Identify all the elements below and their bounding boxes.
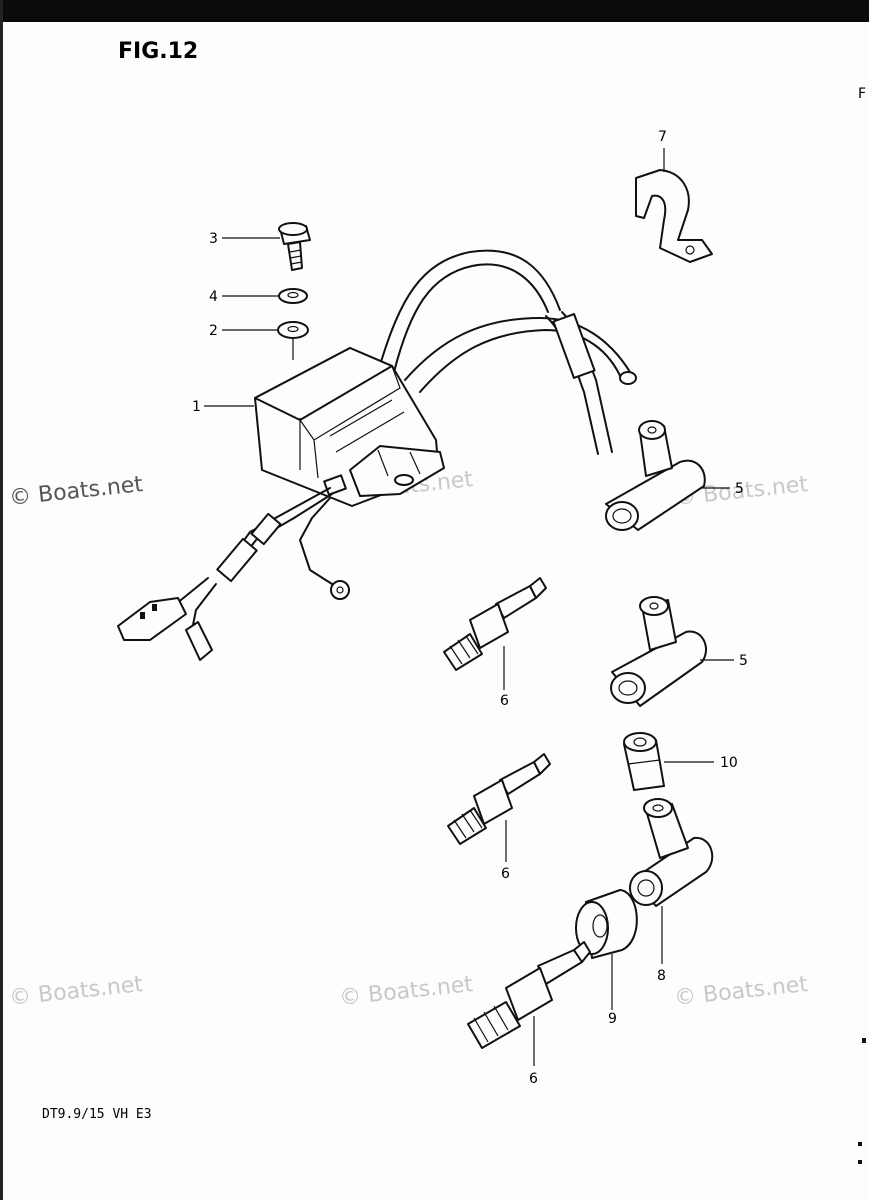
edge-mark: F (858, 86, 866, 102)
spark-plug-middle (447, 753, 551, 862)
callout-6-middle: 6 (501, 866, 510, 882)
callout-6-upper: 6 (500, 693, 509, 709)
watermark-5: © Boats.net (338, 972, 474, 1011)
spark-plug-upper (443, 577, 547, 690)
plug-sleeve-part (623, 732, 714, 791)
bolt-part (278, 222, 311, 271)
spark-plug-lower (467, 941, 591, 1066)
callout-9: 9 (608, 1011, 617, 1027)
ignition-coil-part (254, 347, 445, 507)
spark-plug-cap-upper (605, 420, 730, 531)
spark-plug-cap-middle (610, 596, 734, 707)
callout-4: 4 (209, 289, 218, 305)
angled-cap-part (629, 798, 714, 964)
clamp-part (635, 148, 713, 263)
watermark-1: © Boats.net (8, 472, 144, 511)
watermark-6: © Boats.net (673, 972, 809, 1011)
left-scan-edge (0, 0, 3, 1200)
callout-8: 8 (657, 968, 666, 984)
watermark-4: © Boats.net (8, 972, 144, 1011)
callout-1: 1 (192, 399, 201, 415)
scan-speck (858, 1160, 862, 1164)
callout-5-lower: 5 (739, 653, 748, 669)
callout-3: 3 (209, 231, 218, 247)
scan-speck (858, 1142, 862, 1146)
scan-speck (862, 1038, 866, 1043)
model-reference: DT9.9/15 VH E3 (42, 1107, 152, 1122)
callout-5-upper: 5 (735, 481, 744, 497)
callout-6-lower: 6 (529, 1071, 538, 1087)
coil-wire-harness (117, 487, 350, 661)
ignition-leads (379, 249, 637, 455)
callout-7: 7 (658, 129, 667, 145)
callout-10: 10 (720, 755, 738, 771)
washer-part (277, 321, 309, 360)
callout-2: 2 (209, 323, 218, 339)
figure-title: FIG.12 (118, 39, 198, 64)
lock-washer-part (278, 288, 308, 304)
top-scan-band (0, 0, 869, 22)
